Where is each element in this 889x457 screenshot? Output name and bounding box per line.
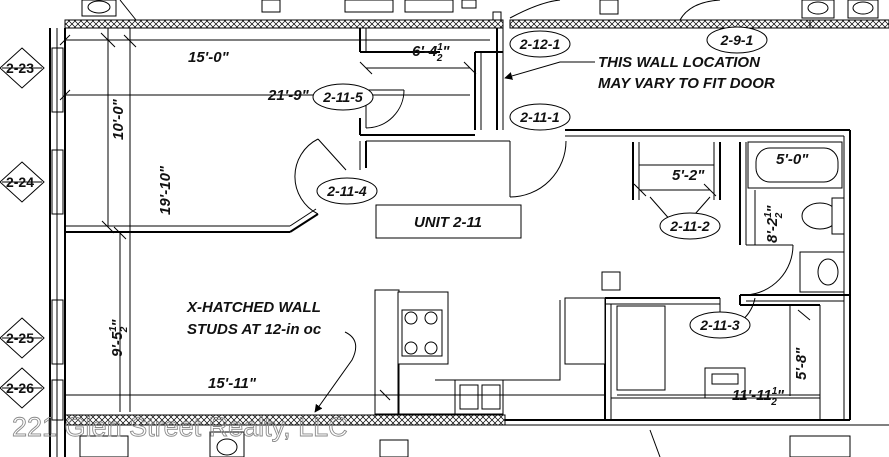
hatch-wall-note: X-HATCHED WALL STUDS AT 12-in oc xyxy=(186,299,357,413)
grid-tag: 2-23 xyxy=(0,47,45,89)
svg-text:2-11-5: 2-11-5 xyxy=(322,89,363,105)
dimension-label: 5'-2" xyxy=(672,167,705,184)
svg-text:2-23: 2-23 xyxy=(6,60,34,76)
dimension-label: 15'-0" xyxy=(188,49,230,66)
svg-text:2-25: 2-25 xyxy=(6,330,34,346)
dimension-label: 10'-0" xyxy=(110,98,127,140)
svg-text:MAY VARY TO FIT DOOR: MAY VARY TO FIT DOOR xyxy=(598,75,775,92)
grid-tag: 2-24 xyxy=(0,161,45,203)
svg-text:THIS WALL LOCATION: THIS WALL LOCATION xyxy=(598,54,761,71)
unit-label: UNIT 2-11 xyxy=(414,214,482,231)
dimension-label: 5'-0" xyxy=(776,151,809,168)
dimension-label: 5'-8" xyxy=(793,347,810,380)
door-tag: 2-9-1 xyxy=(706,26,768,54)
neighbor-units-top xyxy=(81,0,879,21)
unit-label-box xyxy=(375,204,522,239)
door-tag: 2-12-1 xyxy=(509,30,571,58)
dimension-label: 15'-11" xyxy=(208,375,257,392)
svg-text:2-11-1: 2-11-1 xyxy=(519,109,560,125)
door-tag: 2-11-4 xyxy=(316,177,378,205)
dimension-label: 21'-9" xyxy=(267,87,310,104)
top-wall xyxy=(64,11,889,29)
interior-walls xyxy=(65,28,851,420)
svg-text:2-12-1: 2-12-1 xyxy=(519,36,561,52)
watermark-text: 221 Glen Street Realty, LLC xyxy=(12,412,348,442)
door-tag: 2-11-3 xyxy=(689,311,751,339)
svg-text:X-HATCHED WALL: X-HATCHED WALL xyxy=(186,299,321,316)
dimension-lines xyxy=(59,28,820,412)
dimension-label: 19'-10" xyxy=(157,165,174,215)
svg-text:2-11-2: 2-11-2 xyxy=(669,218,710,234)
kitchen xyxy=(374,289,746,415)
door-tag: 2-11-2 xyxy=(659,212,721,240)
grid-tag: 2-26 xyxy=(0,367,45,409)
dimension-label: 8'-212" xyxy=(763,205,785,243)
bathroom-fixtures xyxy=(601,141,845,293)
door-tag: 2-11-1 xyxy=(509,103,571,131)
svg-text:2-11-4: 2-11-4 xyxy=(326,183,367,199)
wall-location-note: THIS WALL LOCATION MAY VARY TO FIT DOOR xyxy=(504,54,775,92)
door-tag: 2-11-5 xyxy=(312,83,374,111)
svg-text:2-11-3: 2-11-3 xyxy=(699,317,740,333)
svg-text:STUDS AT 12-in oc: STUDS AT 12-in oc xyxy=(187,321,322,338)
bottom-wall xyxy=(64,414,889,426)
svg-text:2-26: 2-26 xyxy=(6,380,34,396)
left-exterior-wall xyxy=(49,28,66,457)
grid-tag: 2-25 xyxy=(0,317,45,359)
svg-text:2-24: 2-24 xyxy=(6,174,34,190)
neighbor-units-bottom xyxy=(79,429,851,457)
svg-text:2-9-1: 2-9-1 xyxy=(720,32,754,48)
dimension-label: 9'-512" xyxy=(108,319,130,357)
